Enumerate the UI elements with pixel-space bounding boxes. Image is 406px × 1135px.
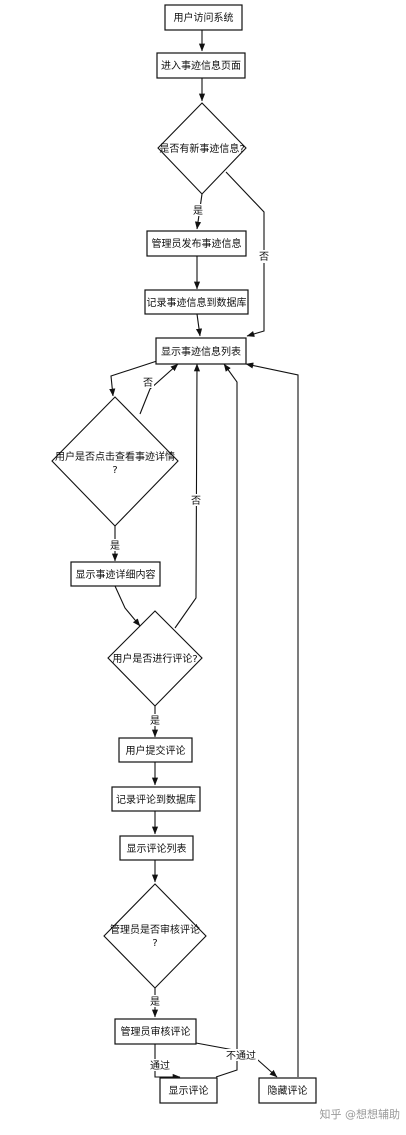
label-record-info: 记录事迹信息到数据库	[147, 296, 247, 309]
label-edge-yes-new: 是	[193, 205, 203, 217]
node-start: 用户访问系统	[164, 4, 243, 31]
node-show-list: 显示事迹信息列表	[155, 337, 247, 365]
edge-detail-to-q-comment	[114, 585, 141, 627]
label-q-review-2: ?	[152, 938, 157, 949]
label-enter-page: 进入事迹信息页面	[161, 59, 241, 72]
label-show-list: 显示事迹信息列表	[161, 345, 241, 358]
label-edge-not-pass: 不通过	[226, 1049, 256, 1062]
label-start: 用户访问系统	[174, 11, 234, 24]
node-display-comment: 显示评论	[159, 1077, 218, 1104]
label-show-comments: 显示评论列表	[127, 842, 187, 855]
node-record-comment: 记录评论到数据库	[111, 786, 201, 812]
node-show-detail: 显示事迹详细内容	[70, 561, 161, 587]
edge-review-pass	[154, 1044, 181, 1081]
label-display-comment: 显示评论	[169, 1084, 209, 1097]
label-edge-yes-comment: 是	[150, 715, 160, 727]
edge-q-new-no	[225, 171, 265, 337]
edge-record-to-list	[195, 313, 203, 337]
label-edge-yes-review: 是	[150, 996, 160, 1008]
label-edge-yes-click: 是	[110, 540, 120, 552]
label-edge-no-new: 否	[259, 251, 269, 263]
label-admin-publish: 管理员发布事迹信息	[152, 237, 242, 250]
label-edge-pass: 通过	[150, 1059, 170, 1072]
node-show-comments: 显示评论列表	[119, 835, 194, 861]
node-hide-comment: 隐藏评论	[258, 1077, 317, 1104]
label-show-detail: 显示事迹详细内容	[76, 568, 156, 581]
label-q-new: 是否有新事迹信息?	[159, 142, 244, 155]
label-q-comment: 用户是否进行评论?	[112, 652, 197, 665]
decision-comment: 用户是否进行评论?	[107, 610, 203, 707]
edge-list-to-q-click	[109, 359, 161, 397]
node-admin-publish: 管理员发布事迹信息	[146, 230, 247, 257]
edge-labels: 是 否 否 是 否 是 是 通过 不通过	[109, 204, 270, 1072]
decision-click-detail: 用户是否点击查看事迹详情 ?	[51, 396, 179, 527]
label-q-click-2: ?	[112, 465, 117, 476]
decision-review: 管理员是否审核评论 ?	[103, 883, 207, 989]
label-admin-review: 管理员审核评论	[121, 1025, 191, 1038]
label-edge-no-click: 否	[143, 377, 153, 389]
label-record-comment: 记录评论到数据库	[116, 793, 196, 806]
label-edge-no-comment: 否	[191, 495, 201, 507]
node-record-info: 记录事迹信息到数据库	[144, 289, 249, 315]
edge-q-comment-no	[174, 363, 201, 629]
label-submit-comment: 用户提交评论	[126, 744, 186, 757]
label-q-review-1: 管理员是否审核评论	[110, 923, 200, 936]
node-enter-page: 进入事迹信息页面	[156, 52, 246, 79]
label-hide-comment: 隐藏评论	[268, 1084, 308, 1097]
node-submit-comment: 用户提交评论	[118, 737, 193, 763]
edge-display-back-to-list	[215, 363, 238, 1078]
edge-q-click-no	[139, 363, 179, 415]
label-q-click-1: 用户是否点击查看事迹详情	[55, 450, 175, 463]
edge-hide-back-to-list	[245, 362, 299, 1077]
node-admin-review: 管理员审核评论	[114, 1018, 197, 1045]
decision-new-info: 是否有新事迹信息?	[157, 102, 247, 195]
watermark: 知乎 @想想辅助	[320, 1107, 401, 1121]
